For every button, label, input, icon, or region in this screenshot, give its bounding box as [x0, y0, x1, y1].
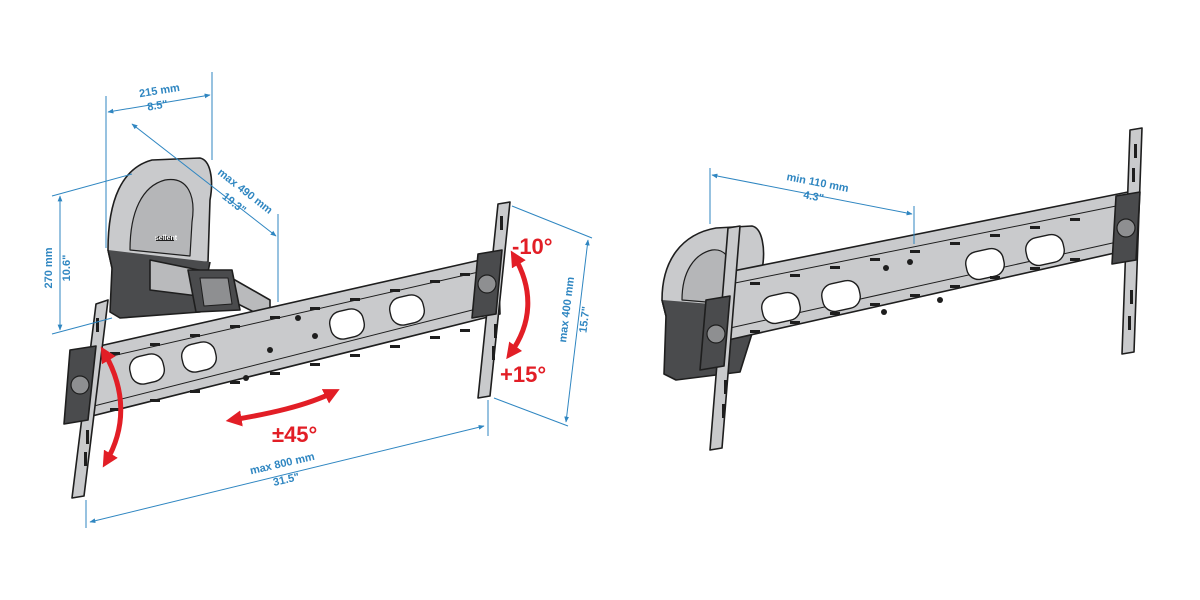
dim-line-folded-depth — [711, 173, 913, 216]
folded-mount-illustration — [661, 127, 1143, 451]
left-dimension-lines — [51, 72, 593, 528]
vertical-span-inch-label: 15.7" — [577, 306, 592, 334]
dim-line-horizontal-span — [89, 424, 485, 524]
rotation-labels: -10° +15° ±45° — [272, 234, 553, 447]
wall-height-inch-label: 10.6" — [61, 255, 73, 282]
vertical-span-mm-label: max 400 mm — [557, 276, 577, 343]
dim-line-depth — [107, 93, 211, 114]
tilt-up-label: -10° — [512, 234, 553, 259]
tilt-down-label: +15° — [500, 362, 546, 387]
left-tilt-arrow — [100, 346, 124, 468]
right-tilt-arrow — [506, 250, 531, 360]
horizontal-span-mm-label: max 800 mm — [249, 451, 316, 478]
wall-height-mm-label: 270 mm — [43, 247, 55, 288]
depth-inch-label: 8.5" — [146, 99, 168, 114]
extended-mount-illustration — [63, 157, 511, 499]
swivel-arrow — [225, 389, 340, 427]
depth-mm-label: 215 mm — [138, 82, 181, 100]
right-dimension-lines — [709, 168, 915, 244]
rail-holes — [128, 294, 426, 385]
swivel-label: ±45° — [272, 422, 317, 447]
folded-rail-holes — [761, 233, 1065, 325]
rotation-arrows — [100, 250, 531, 468]
brand-logo: sellent — [155, 235, 178, 242]
dim-line-extension — [131, 123, 277, 237]
horizontal-span-inch-label: 31.5" — [272, 471, 301, 489]
dim-line-vertical-span — [564, 239, 590, 423]
folded-depth-inch-label: 4.3" — [802, 189, 824, 205]
